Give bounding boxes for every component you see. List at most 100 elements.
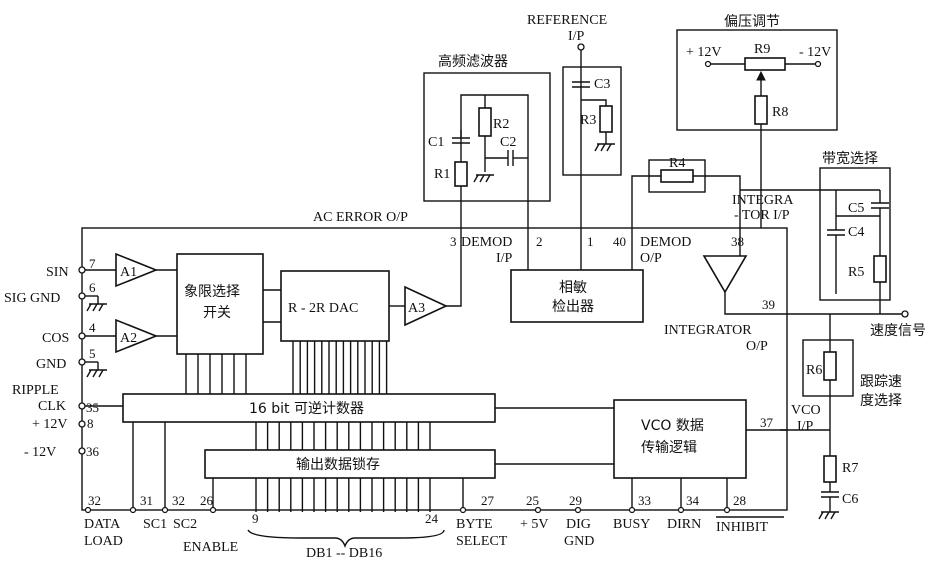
track-speed-label-2: 度选择 [860,393,902,409]
dac-bus [292,341,388,394]
pin-27: 27 [481,493,495,508]
r1-label: R1 [434,167,450,182]
vco-in-io: I/P [797,419,814,434]
c4-label: C4 [848,225,864,240]
sc2-label: SC2 [173,517,197,532]
clk-label: CLK [38,399,66,414]
output-bus [255,478,431,512]
amp-a3 [404,285,448,327]
r2-label: R2 [493,117,509,132]
bias-label: 偏压调节 [724,14,780,30]
demod-in-io: I/P [496,251,513,266]
counter-label: 16 bit 可逆计数器 [249,401,364,417]
c6-label: C6 [842,492,858,507]
hf-filter-label: 高频滤波器 [438,53,508,70]
speed-signal-terminal[interactable] [901,310,909,318]
integrator-out-io: O/P [746,339,768,354]
amp-a1 [115,252,159,288]
c3-label: C3 [594,77,610,92]
gnd-terminal[interactable] [78,358,86,366]
pin-5: 5 [89,346,96,361]
pin-7: 7 [89,256,96,271]
dirn-label: DIRN [667,517,701,532]
bw-label: 带宽选择 [822,150,878,167]
plus12-terminal[interactable] [78,420,86,428]
pin-24: 24 [425,511,439,526]
r4-label: R4 [669,156,685,171]
sin-label: SIN [46,265,69,280]
pin-34: 34 [686,493,700,508]
pin-6: 6 [89,280,96,295]
integrator-in-label-2: - TOR I/P [734,208,790,223]
quadrant-links [185,354,247,394]
r7-label: R7 [842,461,858,476]
bias-box [676,29,838,131]
bias-plus12: + 12V [686,45,722,60]
sig-gnd-terminal[interactable] [78,292,86,300]
pin-8: 8 [87,416,94,431]
c5-label: C5 [848,201,864,216]
chip-outline [81,227,788,511]
dac-label: R - 2R DAC [288,301,358,316]
sc1-label: SC1 [143,517,167,532]
quadrant-switch-label-1: 象限选择 [184,284,240,300]
r5-label: R5 [848,265,864,280]
bw-box [819,167,891,301]
gnd-label: GND [36,357,66,372]
reference-terminal[interactable] [577,43,585,51]
bias-minus12: - 12V [799,45,831,60]
ground-icon [473,174,494,183]
dig-gnd-label-1: DIG [566,517,591,532]
pin-26: 26 [200,493,214,508]
demod-out-io: O/P [640,251,662,266]
pin-39: 39 [762,297,775,312]
r6-label: R6 [806,363,822,378]
ground-icon [86,303,107,312]
pin-31: 31 [140,493,153,508]
r9 [744,57,786,71]
plus5-label: + 5V [520,517,549,532]
minus12-terminal[interactable] [78,447,86,455]
pin-4: 4 [89,320,96,335]
r3-label: R3 [580,113,596,128]
phase-detector-label-2: 检出器 [552,299,594,315]
phase-detector-block [510,269,644,323]
pin-38: 38 [731,234,744,249]
track-speed-label-1: 跟踪速 [860,374,902,390]
pin-40: 40 [613,234,626,249]
cos-terminal[interactable] [78,332,86,340]
pin-29: 29 [569,493,582,508]
latch-bus [255,422,431,450]
byte-select-label-2: SELECT [456,534,508,549]
sin-terminal[interactable] [78,266,86,274]
vco-logic-block [613,399,747,479]
ground-icon [594,143,615,152]
r8-label: R8 [772,105,788,120]
pin-28: 28 [733,493,746,508]
pin-35: 35 [86,400,99,415]
ac-error-label: AC ERROR O/P [313,210,408,225]
a2-label: A2 [120,331,137,346]
r9-label: R9 [754,42,770,57]
phase-detector-label-1: 相敏 [559,280,587,296]
pin-3: 3 [450,234,457,249]
inhibit-label: INHIBIT [716,520,769,535]
pin-33: 33 [638,493,651,508]
r4 [660,169,694,183]
plus12-left-label: + 12V [32,417,68,432]
bottom-terminals [84,506,731,514]
pin-9: 9 [252,511,259,526]
byte-select-label-1: BYTE [456,517,493,532]
pin-37: 37 [760,415,774,430]
ground-icon [86,369,107,378]
vco-logic-label-2: 传输逻辑 [641,440,697,456]
demod-out-label: DEMOD [640,235,691,250]
ripple-clk-terminal[interactable] [78,402,86,410]
speed-signal-label: 速度信号 [870,323,926,339]
amp-a2 [115,318,159,354]
vco-logic-label-1: VCO 数据 [641,418,704,434]
busy-label: BUSY [613,517,650,532]
vco-in-label: VCO [791,403,821,418]
c1-label: C1 [428,135,444,150]
